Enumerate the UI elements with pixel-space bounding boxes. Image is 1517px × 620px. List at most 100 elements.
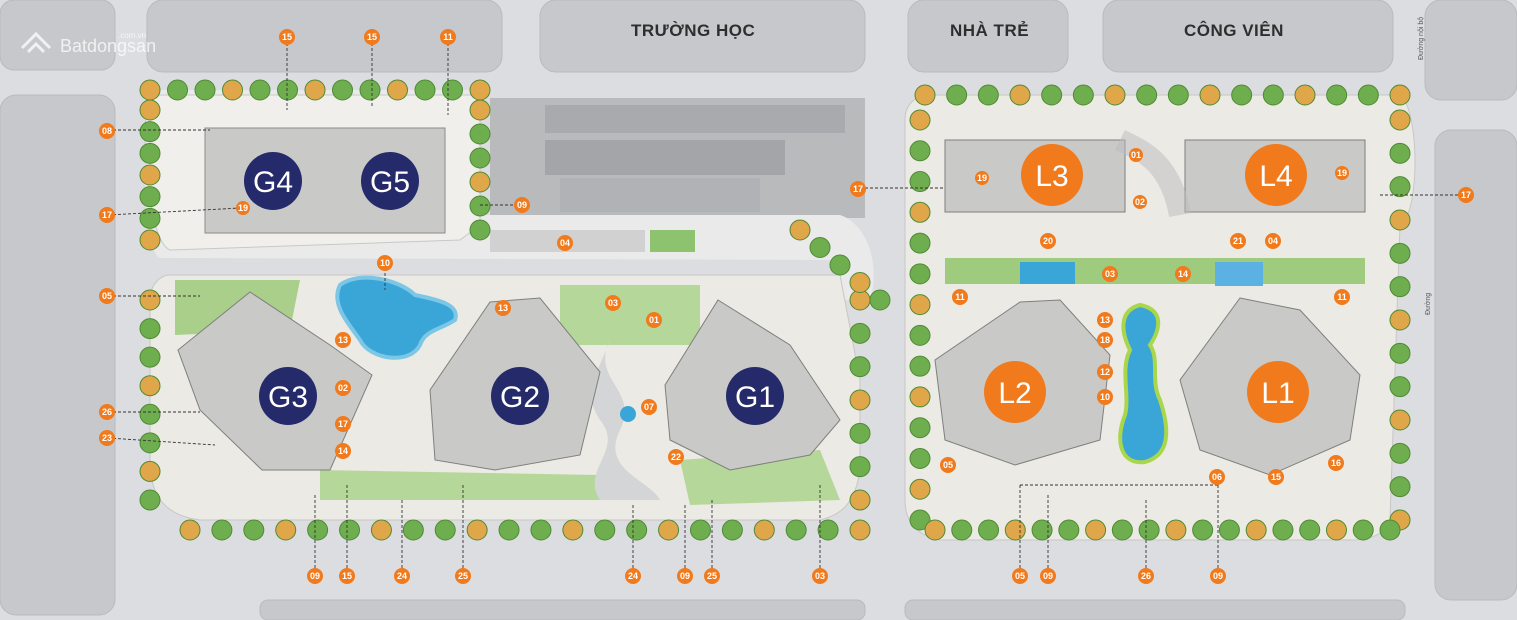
svg-text:L1: L1 <box>1261 377 1294 410</box>
tree <box>211 519 233 541</box>
tree <box>1104 84 1126 106</box>
tree <box>1138 519 1160 541</box>
road-label-2: Đường <box>1425 293 1432 315</box>
svg-text:03: 03 <box>608 298 618 308</box>
marker: 17 <box>850 181 866 197</box>
svg-text:G1: G1 <box>735 381 775 414</box>
svg-text:09: 09 <box>310 571 320 581</box>
pool-l <box>1118 302 1169 465</box>
svg-text:24: 24 <box>397 571 407 581</box>
marker: 11 <box>440 29 456 45</box>
svg-text:04: 04 <box>560 238 570 248</box>
marker: 14 <box>1175 266 1191 282</box>
marker: 09 <box>1210 568 1226 584</box>
svg-text:12: 12 <box>1100 367 1110 377</box>
court-21 <box>1215 262 1263 286</box>
tree <box>1004 519 1026 541</box>
tree <box>275 519 297 541</box>
svg-text:17: 17 <box>338 419 348 429</box>
court-20 <box>1020 262 1075 284</box>
marker: 15 <box>339 568 355 584</box>
tree <box>1231 84 1253 106</box>
svg-text:24: 24 <box>628 571 638 581</box>
marker: 01 <box>1129 148 1143 162</box>
fountain-07 <box>620 406 636 422</box>
marker: 23 <box>99 430 115 446</box>
tree <box>469 79 491 101</box>
marker: 01 <box>646 312 662 328</box>
svg-text:15: 15 <box>282 32 292 42</box>
tree <box>829 254 851 276</box>
amenity-markers: 15 15 11 08 17 19 09 04 10 05 13 13 03 0… <box>99 29 1474 584</box>
badge-g2: G2 <box>491 367 549 425</box>
tree <box>1299 519 1321 541</box>
tree <box>626 519 648 541</box>
marker: 25 <box>455 568 471 584</box>
trees <box>139 79 1411 541</box>
lawn-04 <box>650 230 695 252</box>
svg-text:17: 17 <box>853 184 863 194</box>
tree <box>1352 519 1374 541</box>
marker: 21 <box>1230 233 1246 249</box>
svg-text:02: 02 <box>338 383 348 393</box>
marker: 02 <box>1133 195 1147 209</box>
tree <box>139 289 161 311</box>
tree <box>530 519 552 541</box>
tree <box>1389 376 1411 398</box>
marker: 19 <box>975 171 989 185</box>
svg-text:14: 14 <box>1178 269 1188 279</box>
svg-text:18: 18 <box>1100 335 1110 345</box>
marker: 17 <box>99 207 115 223</box>
tree <box>139 403 161 425</box>
tree <box>909 447 931 469</box>
tree <box>1389 209 1411 231</box>
svg-text:G2: G2 <box>500 381 540 414</box>
house-logo-icon <box>20 31 52 54</box>
marker: 25 <box>704 568 720 584</box>
svg-text:08: 08 <box>102 126 112 136</box>
marker: 15 <box>364 29 380 45</box>
marker: 04 <box>557 235 573 251</box>
marker: 17 <box>1458 187 1474 203</box>
tree <box>1389 142 1411 164</box>
marker: 08 <box>99 123 115 139</box>
svg-text:19: 19 <box>977 173 987 183</box>
marker: 19 <box>236 201 250 215</box>
marker: 09 <box>514 197 530 213</box>
svg-text:11: 11 <box>955 292 965 302</box>
tree <box>139 164 161 186</box>
pool-g <box>335 275 458 360</box>
marker: 26 <box>99 404 115 420</box>
badge-l4: L4 <box>1245 144 1307 206</box>
svg-text:09: 09 <box>1213 571 1223 581</box>
svg-text:06: 06 <box>1212 472 1222 482</box>
tree <box>1389 476 1411 498</box>
tree <box>909 417 931 439</box>
tree <box>817 519 839 541</box>
tree <box>869 289 891 311</box>
watermark: Batdongsan .com.vn <box>20 31 156 56</box>
tree <box>1357 84 1379 106</box>
svg-text:10: 10 <box>380 258 390 268</box>
tree <box>689 519 711 541</box>
svg-text:01: 01 <box>649 315 659 325</box>
tree <box>849 356 871 378</box>
tree <box>1389 442 1411 464</box>
tree <box>849 456 871 478</box>
tree <box>789 219 811 241</box>
tree <box>339 519 361 541</box>
tree <box>402 519 424 541</box>
tree <box>139 460 161 482</box>
tree <box>139 375 161 397</box>
marker: 02 <box>335 380 351 396</box>
tree <box>721 519 743 541</box>
marker: 04 <box>1265 233 1281 249</box>
tree <box>139 207 161 229</box>
tree <box>849 489 871 511</box>
tree <box>1167 84 1189 106</box>
tree <box>1389 84 1411 106</box>
marker: 07 <box>641 399 657 415</box>
svg-text:14: 14 <box>338 446 348 456</box>
tree <box>909 171 931 193</box>
marker: 22 <box>668 449 684 465</box>
